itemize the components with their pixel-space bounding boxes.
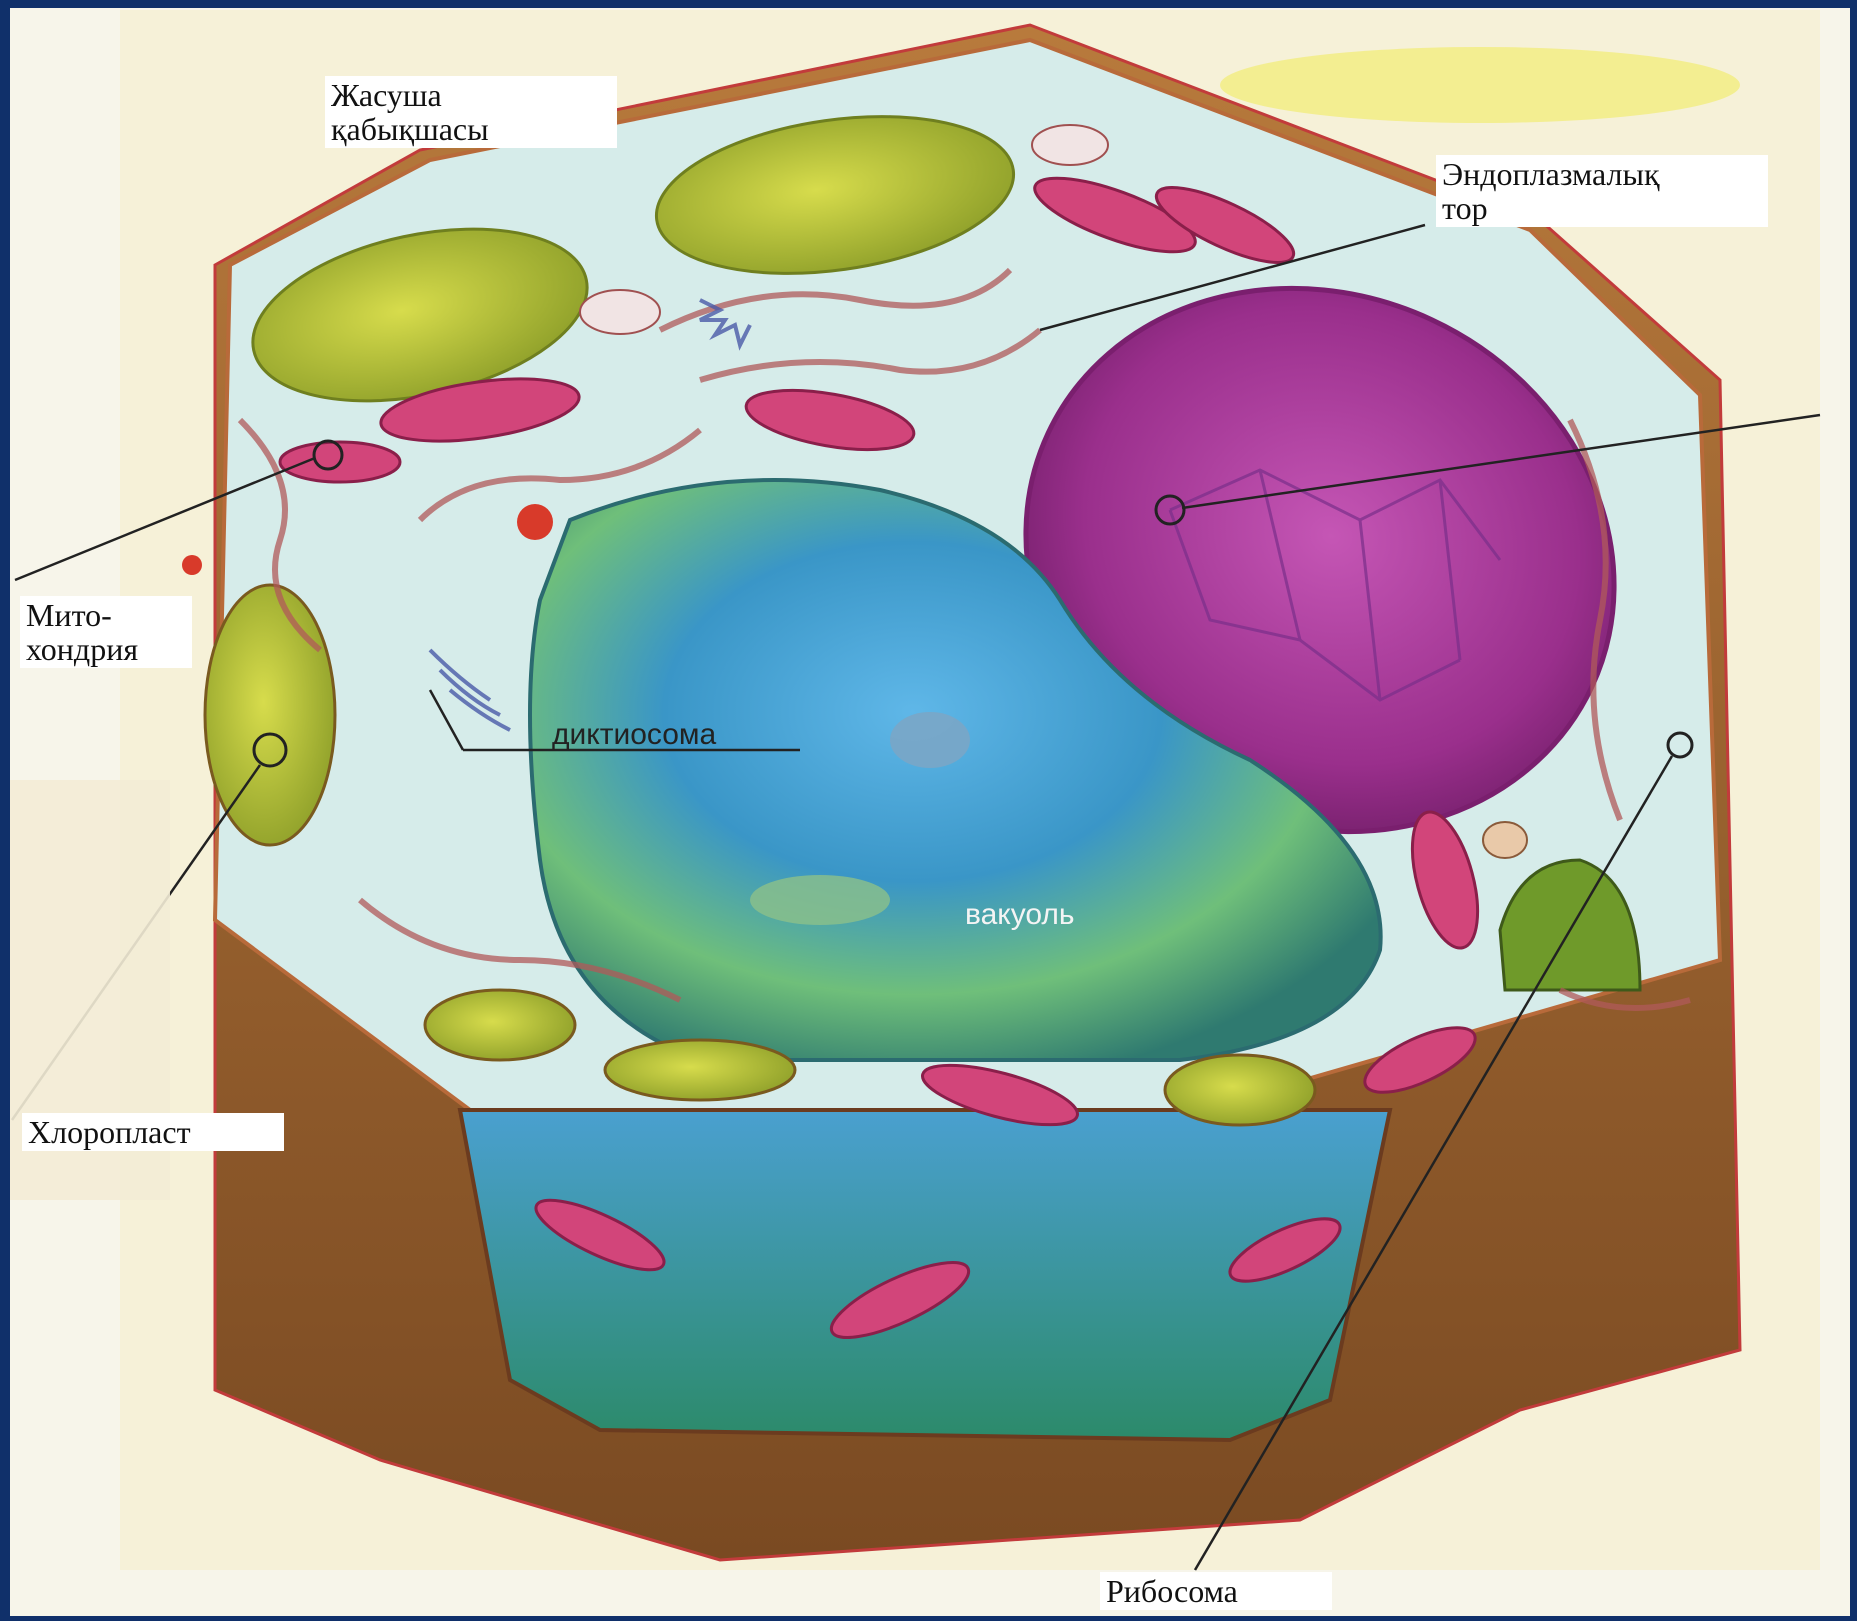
chloroplast bbox=[605, 1040, 795, 1100]
label-dictyosome: диктиосома bbox=[552, 718, 716, 752]
label-mitochondria: Мито- хондрия bbox=[20, 596, 192, 668]
label-ribosome: Рибосома bbox=[1100, 1572, 1332, 1610]
chloroplast bbox=[205, 585, 335, 845]
chloroplast bbox=[425, 990, 575, 1060]
label-chloroplast: Хлоропласт bbox=[22, 1113, 284, 1151]
spherosome bbox=[182, 555, 202, 575]
vacuole-inclusion bbox=[750, 875, 890, 925]
label-cell-wall: Жасуша қабықшасы bbox=[325, 76, 617, 148]
vacuole-inclusion bbox=[890, 712, 970, 768]
vesicle bbox=[1032, 125, 1108, 165]
vesicle bbox=[580, 290, 660, 334]
vesicle bbox=[1483, 822, 1527, 858]
label-endoplasmic-reticulum: Эндоплазмалық тор bbox=[1436, 155, 1768, 227]
chloroplast bbox=[1165, 1055, 1315, 1125]
label-vacuole: вакуоль bbox=[965, 898, 1075, 932]
yellow-patch bbox=[1220, 47, 1740, 123]
spherosome bbox=[517, 504, 553, 540]
